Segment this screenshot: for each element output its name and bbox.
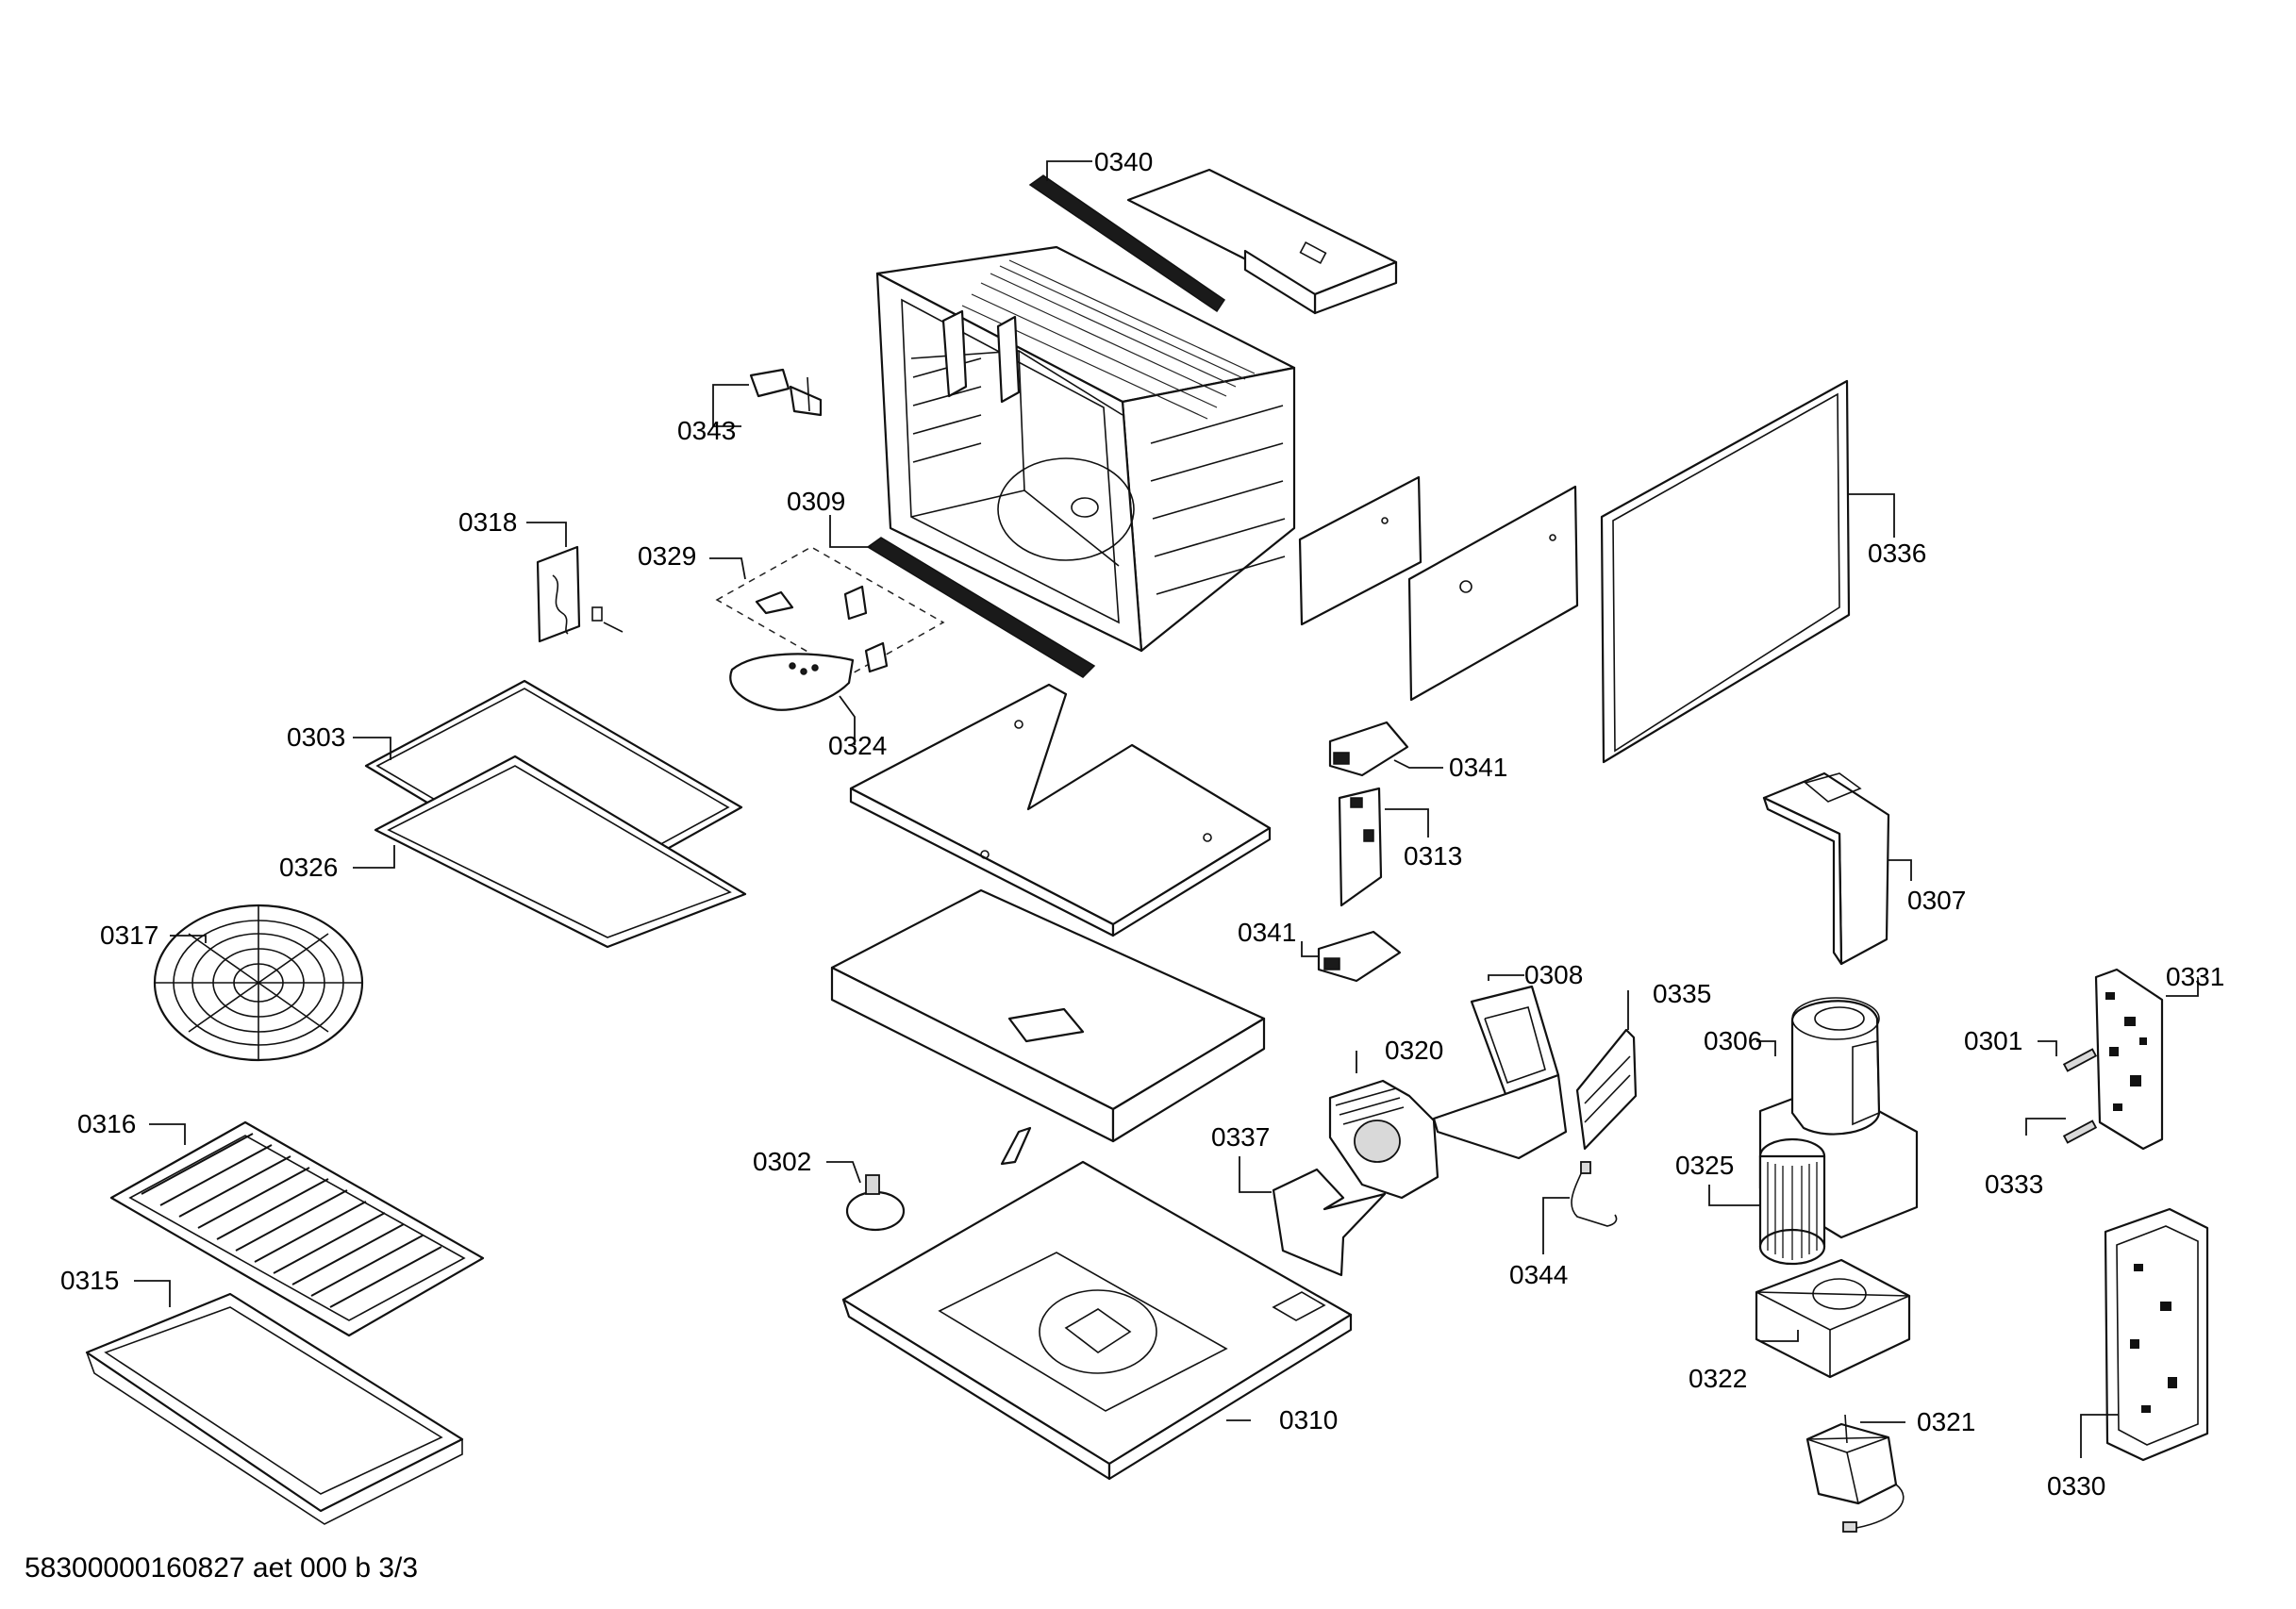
label-0333: 0333	[1985, 1169, 2043, 1199]
part-0315-enamel-tray	[85, 1280, 464, 1525]
part-0302-sensor	[826, 1161, 906, 1232]
part-0322-motor-bracket	[1755, 1258, 1911, 1379]
part-side-plate-b	[1407, 485, 1579, 702]
part-0321-motor	[1805, 1414, 1905, 1533]
part-0325-fan-wheel	[1708, 1137, 1826, 1266]
part-0316-grill-rack	[109, 1120, 485, 1337]
label-0330: 0330	[2047, 1471, 2105, 1501]
label-0341-upper: 0341	[1449, 753, 1507, 782]
label-0301: 0301	[1964, 1026, 2022, 1055]
label-0326: 0326	[279, 853, 338, 882]
part-side-plate-a	[1298, 475, 1423, 626]
label-0344: 0344	[1509, 1260, 1568, 1289]
part-0307-duct	[1762, 771, 1912, 966]
callout-labels: 0340 0343 0318 0309 0329 0303 0324 0326 …	[60, 147, 2224, 1501]
label-0321: 0321	[1917, 1407, 1975, 1436]
part-0318	[526, 522, 624, 643]
label-0335: 0335	[1653, 979, 1711, 1008]
label-0340: 0340	[1094, 147, 1153, 176]
part-0329-0324	[709, 546, 945, 745]
part-0335	[1575, 990, 1638, 1151]
label-0331: 0331	[2166, 962, 2224, 991]
part-top-bracket	[1126, 168, 1398, 315]
label-0313: 0313	[1404, 841, 1462, 871]
label-0315: 0315	[60, 1266, 119, 1295]
label-0310: 0310	[1279, 1405, 1338, 1435]
part-0343	[712, 368, 823, 427]
part-0341-upper	[1328, 721, 1443, 777]
part-0336-back-panel	[1600, 379, 1895, 764]
part-0331-pcb	[2094, 968, 2199, 1151]
part-0326-seal	[353, 755, 747, 949]
part-0320-magnetron	[1328, 1051, 1439, 1200]
part-oven-cavity	[875, 245, 1296, 653]
label-0320: 0320	[1385, 1036, 1443, 1065]
label-0317: 0317	[100, 921, 158, 950]
label-0302: 0302	[753, 1147, 811, 1176]
part-0333-fuse	[2025, 1118, 2098, 1144]
part-0308	[1432, 974, 1568, 1160]
label-0336: 0336	[1868, 539, 1926, 568]
part-0341-lower	[1301, 930, 1402, 983]
part-0310-base	[841, 1160, 1353, 1481]
part-0301-fuse	[2038, 1040, 2098, 1072]
part-middle-tray	[830, 888, 1266, 1166]
label-0303: 0303	[287, 722, 345, 752]
part-0309-strip	[829, 515, 1096, 678]
label-0343: 0343	[677, 416, 736, 445]
part-centre-board	[849, 683, 1272, 937]
label-0316: 0316	[77, 1109, 136, 1138]
label-0337: 0337	[1211, 1122, 1270, 1152]
label-0309: 0309	[787, 487, 845, 516]
label-0324: 0324	[828, 731, 887, 760]
label-0307: 0307	[1907, 886, 1966, 915]
part-0330-power-board	[2080, 1207, 2209, 1462]
part-0344	[1542, 1161, 1618, 1254]
part-0340-strip	[1028, 160, 1226, 313]
label-0329: 0329	[638, 541, 696, 571]
document-id-footer: 58300000160827 aet 000 b 3/3	[25, 1552, 419, 1584]
label-0308: 0308	[1524, 960, 1583, 989]
part-0313	[1338, 787, 1429, 907]
label-0341-lower: 0341	[1238, 918, 1296, 947]
part-0317-fan-grate	[153, 904, 364, 1062]
label-0318: 0318	[458, 507, 517, 537]
label-0306: 0306	[1704, 1026, 1762, 1055]
label-0325: 0325	[1675, 1151, 1734, 1180]
label-0322: 0322	[1689, 1364, 1747, 1393]
part-0337	[1239, 1156, 1387, 1277]
